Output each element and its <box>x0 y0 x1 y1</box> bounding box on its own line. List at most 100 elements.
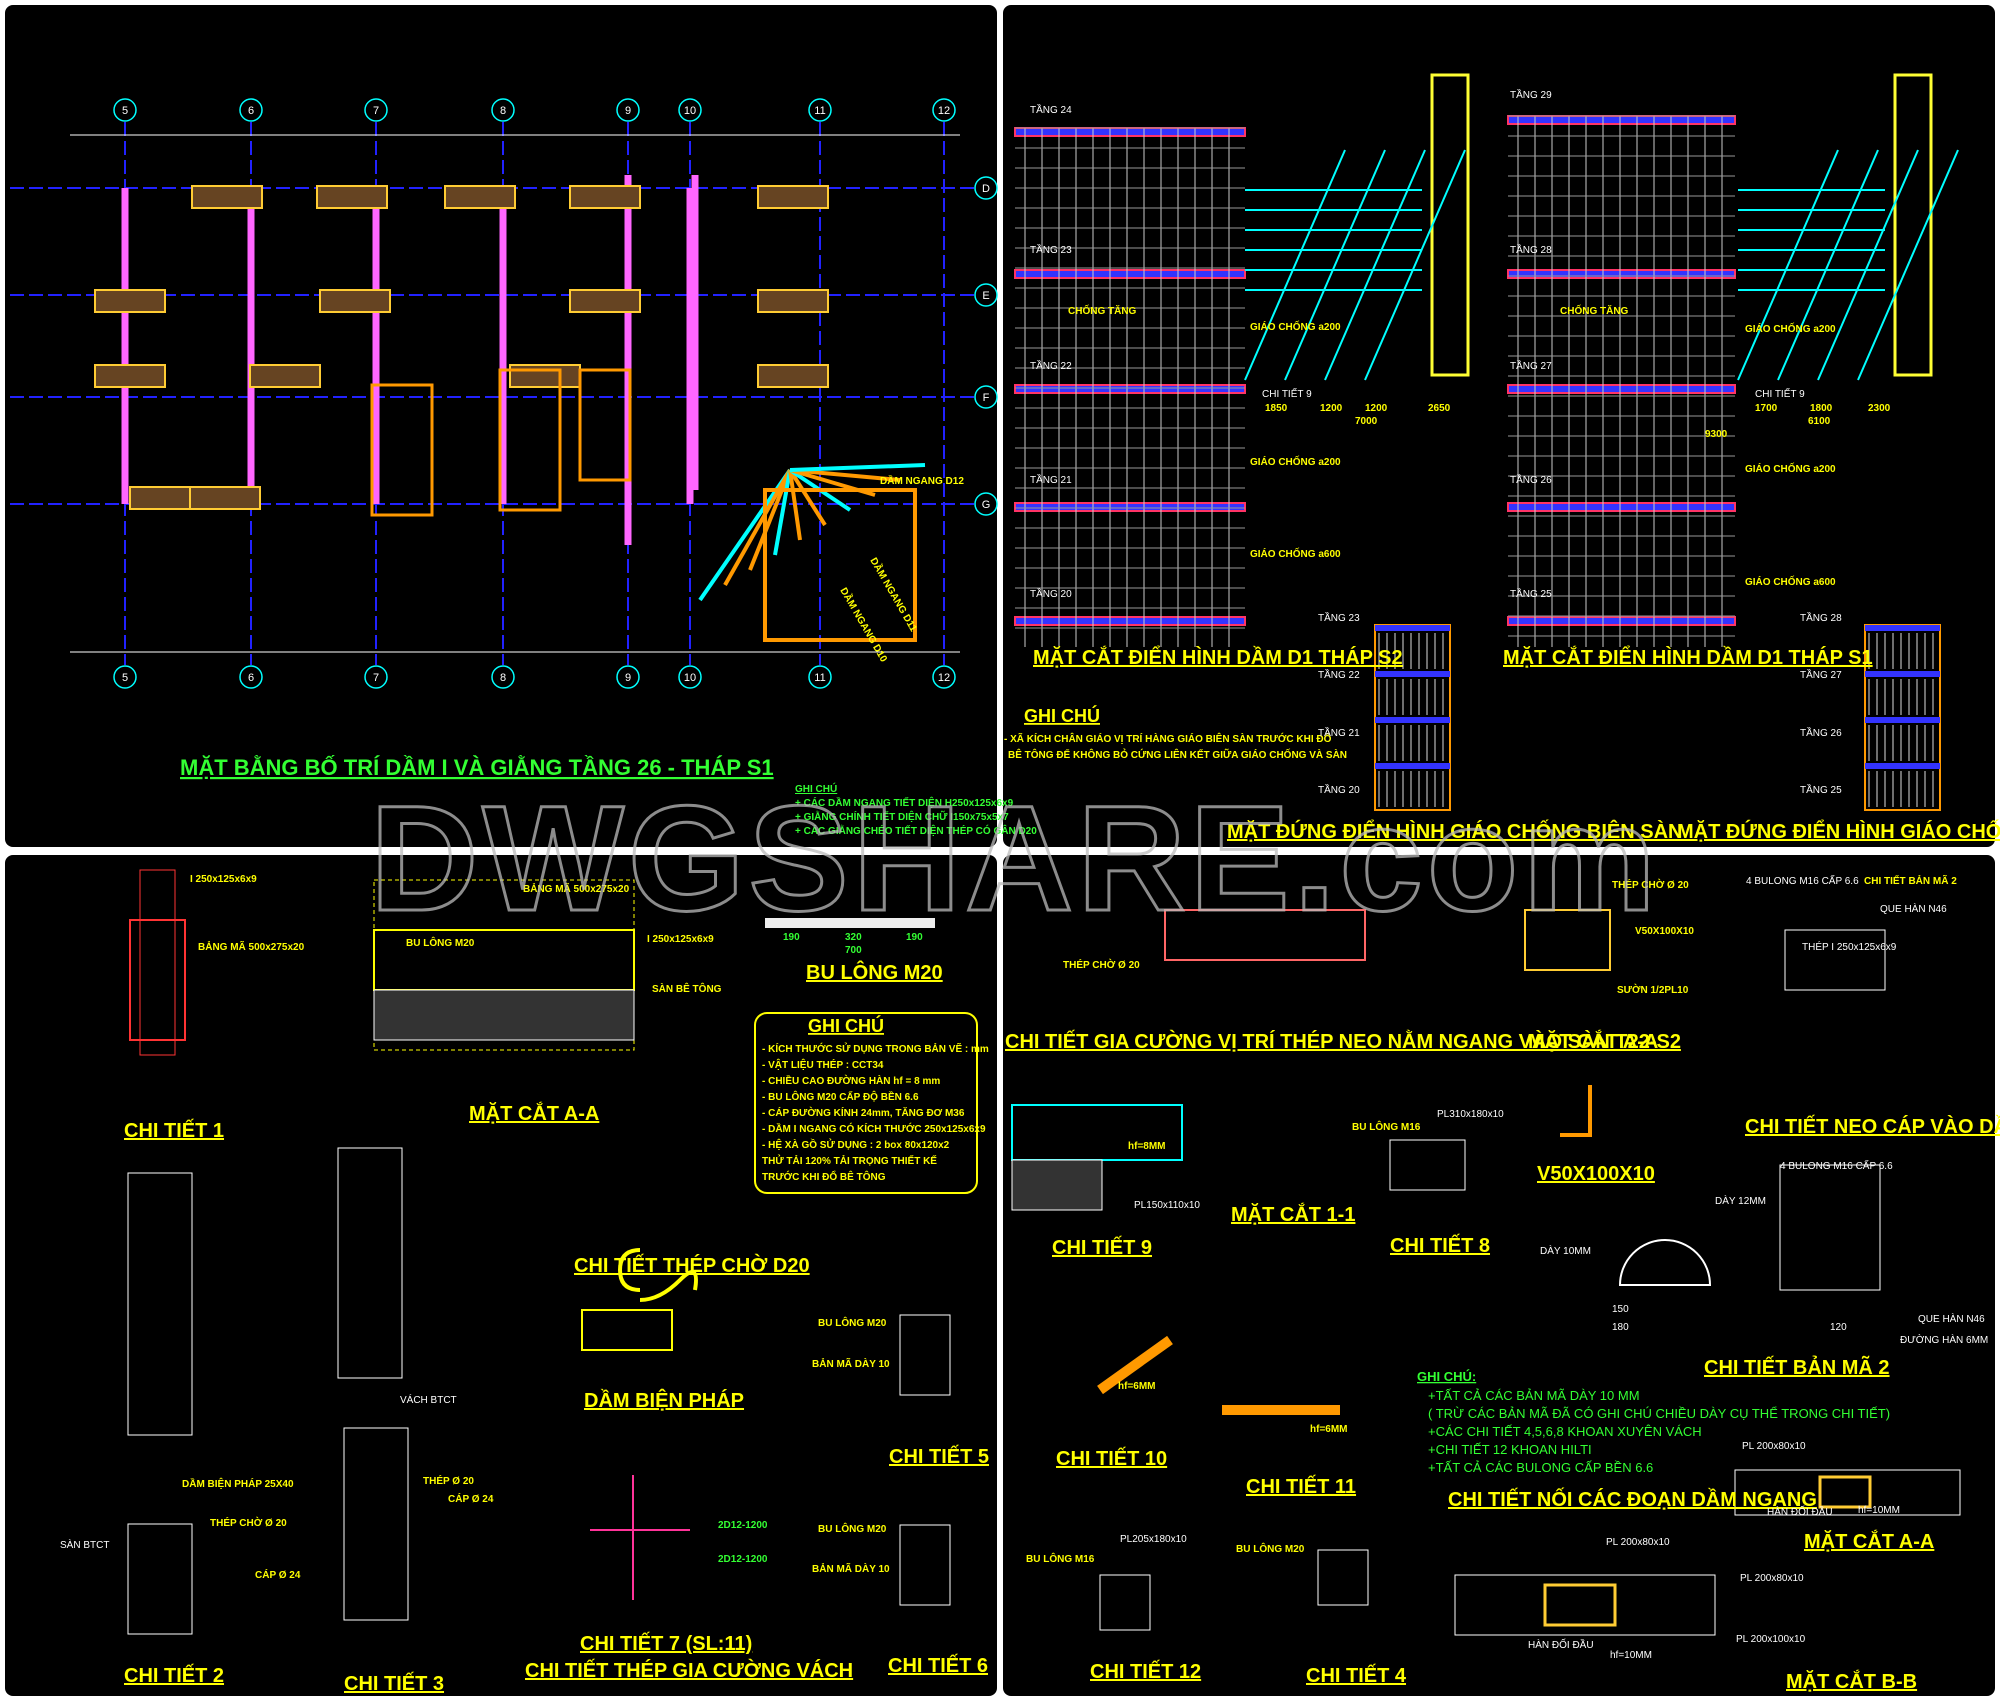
detail-title: MẶT CẮT A-A <box>1804 1529 1934 1553</box>
section-s1-title: MẶT CẮT ĐIỂN HÌNH DẦM D1 THÁP S1 <box>1503 645 1873 669</box>
slab <box>1865 763 1940 769</box>
core-opening <box>370 383 434 517</box>
section-label: GIÁO CHỐNG a200 <box>1250 319 1341 333</box>
brace <box>1284 149 1386 381</box>
axis-bubble <box>808 98 832 122</box>
detail-title: CHI TIẾT NỐI CÁC ĐOẠN DẦM NGANG <box>1448 1487 1817 1511</box>
dimension: 320 <box>845 932 862 943</box>
axis-label: 11 <box>814 672 825 684</box>
dimension: 1700 <box>1755 403 1778 414</box>
axis-bubble <box>364 98 388 122</box>
axis-bubble <box>616 98 640 122</box>
axis-label: 10 <box>684 105 696 117</box>
floor-label: TẦNG 24 <box>1030 103 1072 116</box>
panel-details-left <box>5 855 997 1696</box>
floor-label: TẦNG 29 <box>1510 88 1552 101</box>
concrete <box>1011 1159 1103 1211</box>
brace <box>1364 149 1466 381</box>
detail-label: I 250x125x6x9 <box>647 934 714 945</box>
detail-title: CHI TIẾT 5 <box>889 1445 989 1468</box>
detail-label: HÀN ĐỐI ĐẦU <box>1767 1504 1833 1518</box>
floor-label: TẦNG 25 <box>1800 783 1842 796</box>
detail-title: BU LÔNG M20 <box>806 960 943 984</box>
detail-title: DẦM BIỆN PHÁP <box>584 1388 744 1412</box>
axis-bubble <box>974 283 998 307</box>
detail-label: VÁCH BTCT <box>400 1393 457 1406</box>
floor-label: TẦNG 27 <box>1800 668 1842 681</box>
section-label: CHI TIẾT 9 <box>1262 387 1312 400</box>
axis-bubble <box>974 385 998 409</box>
dimension: 1200 <box>1365 403 1388 414</box>
floor-label: TẦNG 23 <box>1318 611 1360 624</box>
note-title: GHI CHÚ <box>1024 705 1100 726</box>
detail-label: CÁP Ø 24 <box>448 1492 494 1505</box>
detail-label: PL205x180x10 <box>1120 1534 1187 1545</box>
axis-bubble <box>932 98 956 122</box>
plate-detail <box>1317 1549 1369 1606</box>
floor-label: TẦNG 20 <box>1030 587 1072 600</box>
brace <box>1324 149 1426 381</box>
note-line: - HỆ XÀ GỒ SỬ DỤNG : 2 box 80x120x2 <box>762 1138 950 1151</box>
slab <box>1865 671 1940 677</box>
detail-title: CHI TIẾT 10 <box>1056 1447 1167 1470</box>
detail-label: SÀN BÊ TÔNG <box>652 982 722 995</box>
beam-joint <box>1734 1469 1961 1516</box>
angle-profile <box>1560 1085 1592 1137</box>
note-line: - CHIỀU CAO ĐƯỜNG HÀN hf = 8 mm <box>762 1074 940 1087</box>
beam-joint <box>1454 1574 1716 1636</box>
gusset-plate <box>1618 1239 1712 1286</box>
note-line: - VẬT LIỆU THÉP : CCT34 <box>762 1058 884 1071</box>
drawing-geometry <box>10 73 1961 1636</box>
note-title: GHI CHÚ <box>808 1015 884 1036</box>
axis-label: 5 <box>122 105 128 117</box>
detail-label: PL 200x80x10 <box>1740 1573 1804 1584</box>
beam <box>1164 909 1366 961</box>
detail-label: QUE HÀN N46 <box>1880 902 1947 915</box>
panel-details-right <box>1003 855 1995 1696</box>
detail-label: 4 BULONG M16 CẤP 6.6 <box>1746 874 1859 887</box>
slab <box>1865 625 1940 631</box>
axis-label: 6 <box>248 672 254 684</box>
brace <box>773 469 792 556</box>
beam-hatch <box>569 289 641 313</box>
detail-label: hf=10MM <box>1858 1505 1900 1516</box>
elevation-s1-title: MẶT ĐỨNG ĐIỂN HÌNH GIÁO CHỐNG BIÊN SÀN <box>1677 819 2000 843</box>
panel-sections <box>1003 5 1995 847</box>
detail-label: SÀN BTCT <box>60 1538 109 1551</box>
beam-hatch <box>94 289 166 313</box>
beam-hatch <box>94 364 166 388</box>
brace <box>1817 149 1919 381</box>
brace <box>748 469 792 571</box>
detail-title: CHI TIẾT 12 <box>1090 1660 1201 1683</box>
axis-bubble <box>491 665 515 689</box>
detail-title: CHI TIẾT 1 <box>124 1119 224 1142</box>
detail-label: 2D12-1200 <box>718 1520 768 1531</box>
plan-title: MẶT BẰNG BỐ TRÍ DẦM I VÀ GIẰNG TẦNG 26 -… <box>180 754 774 780</box>
floor-label: TẦNG 25 <box>1510 587 1552 600</box>
dimension: 1800 <box>1810 403 1833 414</box>
slab <box>1014 616 1246 626</box>
detail-title: CHI TIẾT THÉP CHỜ D20 <box>574 1253 810 1277</box>
dimension: 9300 <box>1705 429 1728 440</box>
axis-bubble <box>932 665 956 689</box>
axis-label: F <box>983 392 990 404</box>
detail-title: CHI TIẾT THÉP GIA CƯỜNG VÁCH <box>525 1658 853 1682</box>
plan-note: + CÁC GIẰNG CHÉO TIẾT DIỆN THÉP CÓ GÂN D… <box>795 824 1037 837</box>
axis-label: 7 <box>373 105 379 117</box>
brace-frame <box>763 488 917 642</box>
note-line: THỬ TẢI 120% TẢI TRỌNG THIẾT KẾ <box>762 1154 937 1167</box>
plan-note: + GIẰNG CHÍNH TIẾT DIỆN CHỮ I150x75x5x7 <box>795 810 1009 823</box>
dimension: 1200 <box>1320 403 1343 414</box>
detail-label: BU LÔNG M20 <box>406 936 475 949</box>
detail-label: 2D12-1200 <box>718 1554 768 1565</box>
detail-label: BẢN MÃ DÀY 10 <box>812 1562 890 1575</box>
slab <box>1375 625 1450 631</box>
beam-hatch <box>757 185 829 209</box>
dimension: 190 <box>906 932 923 943</box>
detail-label: QUE HÀN N46 <box>1918 1312 1985 1325</box>
core-opening <box>578 368 632 482</box>
wall-section <box>343 1427 409 1621</box>
beam-hatch <box>189 486 261 510</box>
axis-bubble <box>808 665 832 689</box>
